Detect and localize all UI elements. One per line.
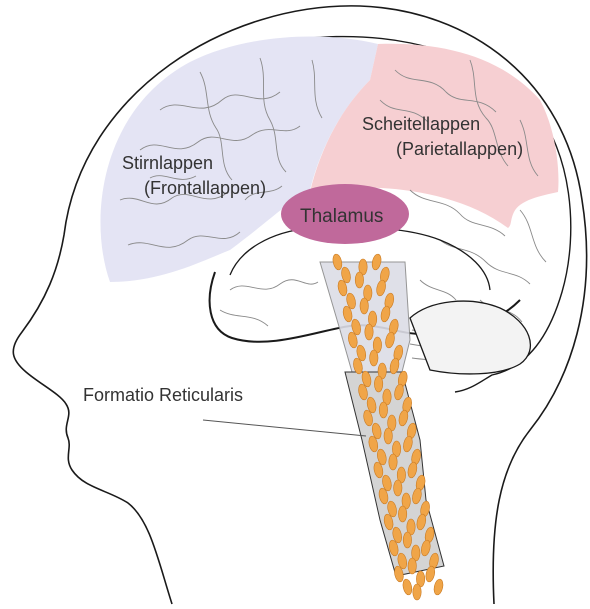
reticular-cell — [379, 402, 387, 418]
reticular-cell — [403, 532, 411, 548]
parietal-label-line2: (Parietallappen) — [396, 139, 523, 159]
reticular-cell — [402, 578, 414, 595]
parietal-label-line1: Scheitellappen — [362, 114, 480, 134]
frontal-label-line2: (Frontallappen) — [144, 178, 266, 198]
reticular-leader-line — [203, 420, 366, 436]
reticular-cell — [370, 350, 378, 366]
reticular-cell — [384, 428, 392, 444]
reticular-cell — [413, 584, 421, 600]
reticular-cell — [389, 454, 397, 470]
reticular-cell — [360, 298, 368, 314]
reticular-cell — [374, 376, 382, 392]
reticular-cell — [408, 558, 416, 574]
reticular-label: Formatio Reticularis — [83, 385, 243, 405]
reticular-cell — [394, 480, 402, 496]
thalamus-label: Thalamus — [300, 206, 383, 227]
cerebellum — [410, 301, 530, 374]
reticular-cell — [433, 578, 445, 595]
reticular-cell — [365, 324, 373, 340]
frontal-label-line1: Stirnlappen — [122, 153, 213, 173]
reticular-cell — [398, 506, 406, 522]
reticular-cell — [355, 272, 363, 288]
